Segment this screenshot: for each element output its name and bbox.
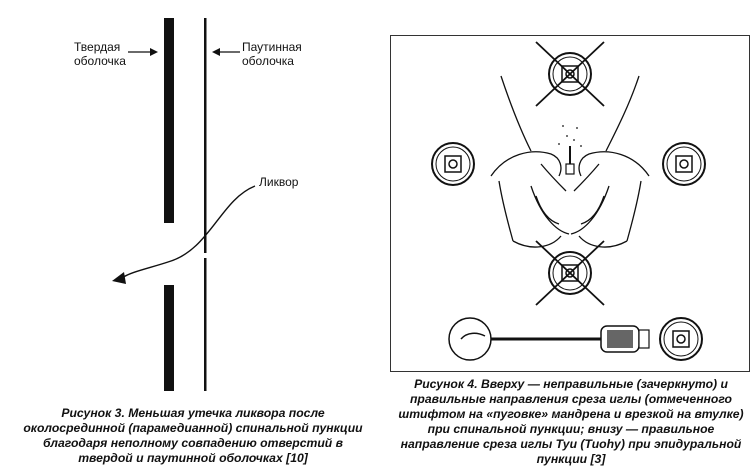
hub-tuohy-correct xyxy=(659,317,703,361)
skin-dots xyxy=(558,125,582,147)
figure-3-caption-text: Меньшая утечка ликвора после околосредин… xyxy=(23,406,363,465)
figure-3: Твердая оболочка Паутинная оболочка Ликв… xyxy=(74,18,302,391)
dura-pointer-head xyxy=(150,48,158,56)
figure-4-caption-text: Вверху — неправильные (зачеркнуто) и пра… xyxy=(398,377,744,466)
hands-outline xyxy=(490,75,650,248)
csf-arrow-head xyxy=(112,272,126,284)
tuohy-needle xyxy=(448,317,650,361)
figure-4-caption: Рисунок 4. Вверху — неправильные (зачерк… xyxy=(390,377,752,467)
arachnoid-lower xyxy=(204,258,207,391)
figure-4-caption-title: Рисунок 4. xyxy=(414,377,478,391)
label-dura: Твердая оболочка xyxy=(74,40,126,68)
hub-left-correct xyxy=(431,142,475,186)
needle-orientation-illustration xyxy=(431,41,706,361)
hub-bottom-crossed xyxy=(535,240,605,306)
figure-3-caption: Рисунок 3. Меньшая утечка ликвора после … xyxy=(18,406,368,466)
arachnoid-pointer-head xyxy=(212,48,220,56)
hub-top-crossed xyxy=(535,41,605,107)
membrane-diagram xyxy=(112,18,256,391)
label-csf: Ликвор xyxy=(259,175,299,189)
arachnoid-upper xyxy=(204,18,207,253)
dura-upper xyxy=(164,18,174,223)
spinal-needle-hub xyxy=(565,163,575,175)
figure-3-caption-title: Рисунок 3. xyxy=(61,406,125,420)
csf-flow-arrow xyxy=(121,185,256,279)
label-arachnoid: Паутинная оболочка xyxy=(242,40,302,68)
hub-right-correct xyxy=(662,142,706,186)
dura-lower xyxy=(164,285,174,391)
figure-4 xyxy=(390,35,750,372)
